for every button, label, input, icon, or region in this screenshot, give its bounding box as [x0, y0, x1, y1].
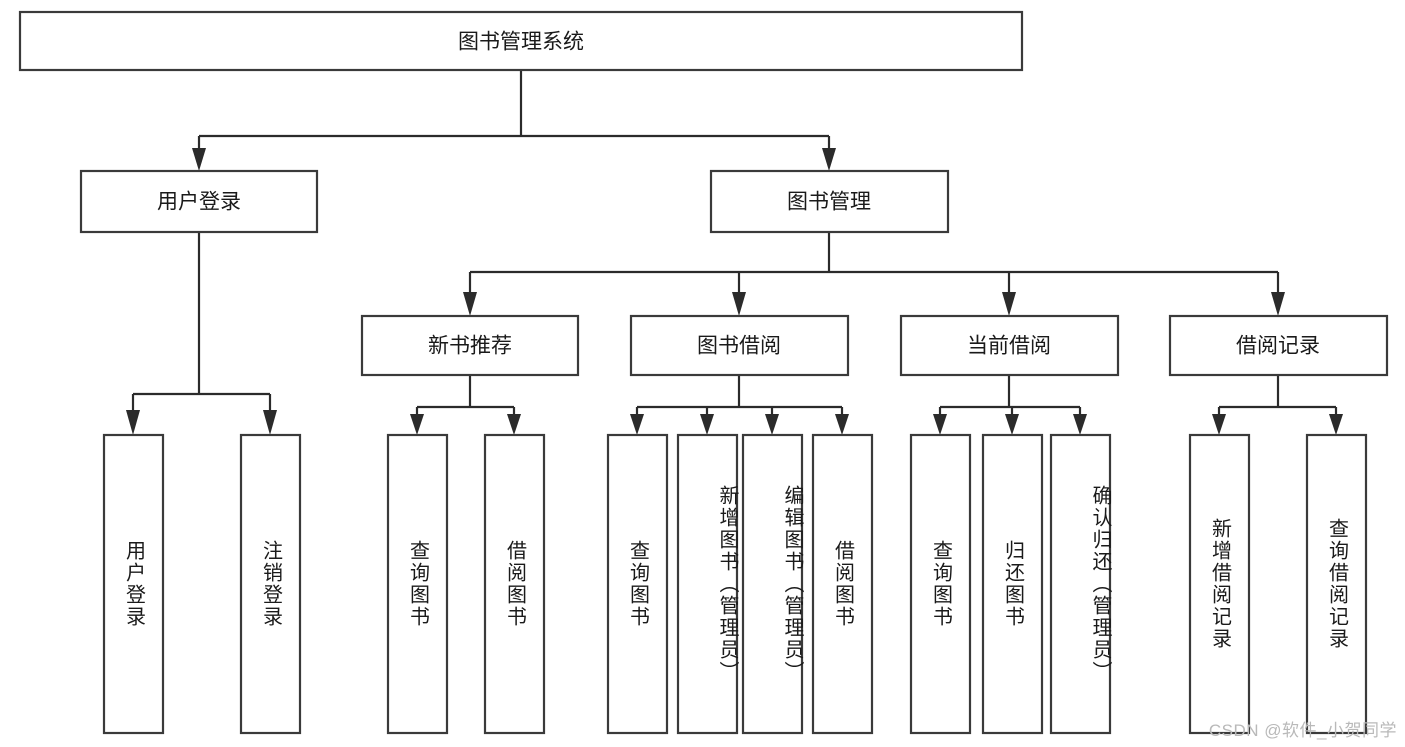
arrow-head-leaf-borrow-book-recommend: [507, 414, 521, 435]
node-leaf-user-login-rect[interactable]: [102, 433, 165, 735]
arrow-head-leaf-add-borrow-record: [1212, 414, 1226, 435]
connector-group-new-book-recommend-leaves: [410, 375, 521, 435]
connector-group-book-borrow-leaves: [630, 375, 849, 435]
node-user-login-rect[interactable]: [79, 169, 319, 234]
arrow-head-leaf-return-book: [1005, 414, 1019, 435]
connector-group-current-borrow-leaves: [933, 375, 1087, 435]
node-leaf-edit-book-admin-rect[interactable]: [741, 433, 804, 735]
node-book-borrow-rect[interactable]: [629, 314, 850, 377]
node-book-manage-rect[interactable]: [709, 169, 950, 234]
node-new-book-recommend-label: 新书推荐: [428, 335, 512, 358]
node-book-borrow[interactable]: 图书借阅: [629, 314, 850, 377]
node-leaf-borrow-book-rect[interactable]: [811, 433, 874, 735]
node-current-borrow-rect[interactable]: [899, 314, 1120, 377]
arrow-head-user-login: [192, 148, 206, 171]
node-root-rect[interactable]: [18, 10, 1024, 72]
arrow-head-borrow-record: [1271, 292, 1285, 316]
node-leaf-confirm-return-admin-rect[interactable]: [1049, 433, 1112, 735]
node-root[interactable]: 图书管理系统: [18, 10, 1024, 72]
node-leaf-user-logout-rect[interactable]: [239, 433, 302, 735]
node-book-manage-label: 图书管理: [787, 191, 871, 214]
arrow-head-leaf-query-book-current: [933, 414, 947, 435]
node-leaf-query-book-recommend-rect[interactable]: [386, 433, 449, 735]
node-user-login-label: 用户登录: [157, 191, 241, 214]
connector-group-user-login-leaves: [126, 232, 277, 435]
connector-group-book-manage: [463, 232, 1285, 316]
node-book-borrow-label: 图书借阅: [697, 335, 781, 358]
arrow-head-new-book-recommend: [463, 292, 477, 316]
arrow-head-leaf-confirm-return-admin: [1073, 414, 1087, 435]
arrow-head-leaf-user-logout: [263, 410, 277, 435]
arrow-head-leaf-add-book-admin: [700, 414, 714, 435]
node-new-book-recommend[interactable]: 新书推荐: [360, 314, 580, 377]
arrow-head-leaf-query-book-recommend: [410, 414, 424, 435]
node-borrow-record-label: 借阅记录: [1236, 335, 1320, 358]
arrow-head-book-borrow: [732, 292, 746, 316]
node-leaf-return-book-rect[interactable]: [981, 433, 1044, 735]
arrow-head-leaf-query-book-borrow: [630, 414, 644, 435]
arrow-head-book-manage: [822, 148, 836, 171]
node-current-borrow-label: 当前借阅: [967, 335, 1051, 358]
node-leaf-borrow-book-recommend-rect[interactable]: [483, 433, 546, 735]
node-borrow-record[interactable]: 借阅记录: [1168, 314, 1389, 377]
node-root-label: 图书管理系统: [458, 31, 584, 54]
arrow-head-leaf-edit-book-admin: [765, 414, 779, 435]
node-book-manage[interactable]: 图书管理: [709, 169, 950, 234]
connector-group-borrow-record-leaves: [1212, 375, 1343, 435]
arrow-head-leaf-user-login: [126, 410, 140, 435]
arrow-head-leaf-query-borrow-record: [1329, 414, 1343, 435]
connector-group-root: [192, 70, 836, 171]
node-leaf-query-book-current-rect[interactable]: [909, 433, 972, 735]
node-leaf-add-book-admin-rect[interactable]: [676, 433, 739, 735]
node-new-book-recommend-rect[interactable]: [360, 314, 580, 377]
node-borrow-record-rect[interactable]: [1168, 314, 1389, 377]
node-user-login[interactable]: 用户登录: [79, 169, 319, 234]
node-current-borrow[interactable]: 当前借阅: [899, 314, 1120, 377]
leaf-boxes: [102, 433, 1368, 735]
node-leaf-query-book-borrow-rect[interactable]: [606, 433, 669, 735]
arrow-head-current-borrow: [1002, 292, 1016, 316]
node-leaf-query-borrow-record-rect[interactable]: [1305, 433, 1368, 735]
node-leaf-add-borrow-record-rect[interactable]: [1188, 433, 1251, 735]
arrow-head-leaf-borrow-book: [835, 414, 849, 435]
csdn-watermark: CSDN @软件_小贺同学: [1208, 721, 1397, 740]
